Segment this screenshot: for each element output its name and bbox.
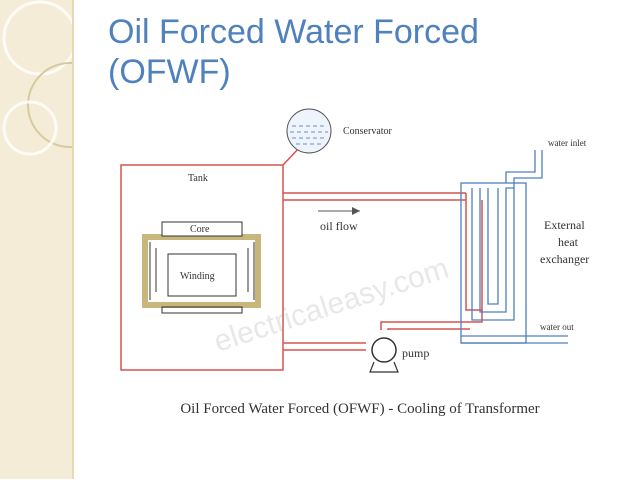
oil-return-pipe <box>283 310 483 351</box>
title-line-1: Oil Forced Water Forced <box>108 13 479 51</box>
exchanger-label-line-2: heat <box>558 235 579 249</box>
oil-flow-label: oil flow <box>320 219 358 233</box>
water-out-pipe <box>461 335 568 344</box>
water-inlet-label: water inlet <box>548 138 587 148</box>
heat-exchanger <box>460 182 527 344</box>
core-winding-assembly <box>142 221 261 314</box>
water-inlet-pipe <box>505 150 543 188</box>
slide-title: Oil Forced Water Forced (OFWF) <box>108 12 608 92</box>
tank-outline <box>120 164 284 371</box>
core-label: Core <box>190 224 210 235</box>
pump-icon <box>369 337 399 373</box>
title-line-2: (OFWF) <box>108 53 231 91</box>
conservator-label: Conservator <box>343 126 393 137</box>
diagram-caption: Oil Forced Water Forced (OFWF) - Cooling… <box>180 401 540 417</box>
conservator-tank <box>286 108 332 154</box>
water-out-label: water out <box>540 322 574 332</box>
exchanger-label-line-3: exchanger <box>540 252 589 266</box>
pump-label: pump <box>402 346 429 360</box>
tank-label: Tank <box>188 173 208 184</box>
exchanger-label-line-1: External <box>544 218 585 232</box>
winding-label: Winding <box>180 271 215 282</box>
oil-flow-arrow <box>318 207 360 215</box>
oil-supply-pipe <box>283 192 483 311</box>
